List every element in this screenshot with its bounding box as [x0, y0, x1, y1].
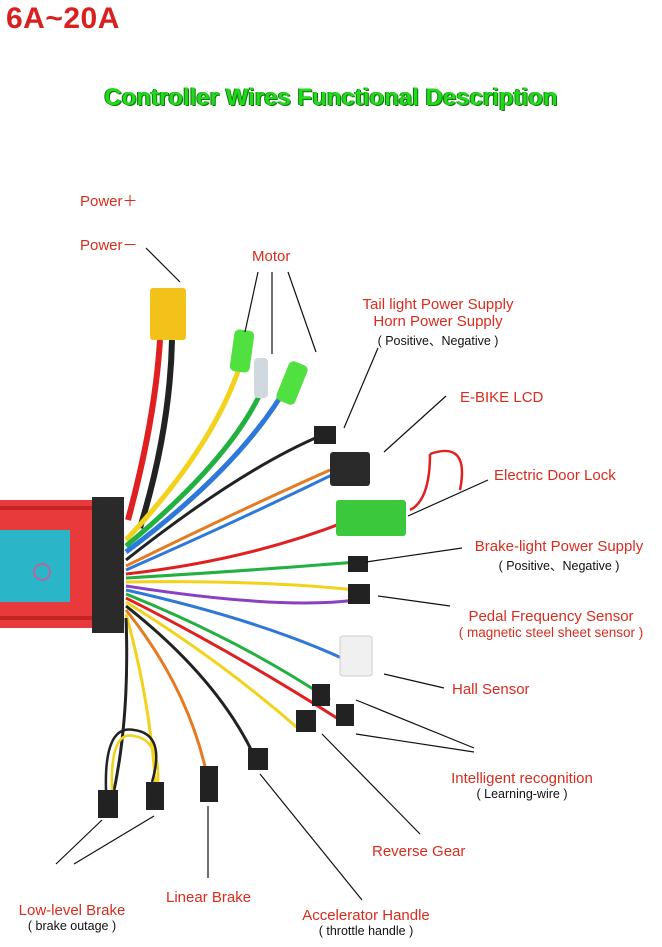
label-tail-light-line2: Horn Power Supply	[373, 313, 503, 330]
signal-wires	[110, 434, 464, 801]
hall-sensor-connector	[339, 635, 373, 677]
label-hall-sensor: Hall Sensor	[452, 681, 530, 698]
label-intelligent-sub: ( Learning-wire )	[476, 787, 568, 801]
label-tail-light: Tail light Power Supply Horn Power Suppl…	[338, 296, 538, 349]
label-ebike-lcd: E-BIKE LCD	[460, 389, 544, 406]
low-brake-connector-2	[98, 790, 118, 818]
label-pedal-sensor: Pedal Frequency Sensor ( magnetic steel …	[440, 608, 662, 640]
label-low-brake-main: Low-level Brake	[18, 902, 126, 919]
pedal-sensor-connector	[348, 584, 370, 604]
lcd-connector	[330, 452, 370, 486]
label-door-lock: Electric Door Lock	[494, 467, 616, 484]
linear-brake-connector	[200, 766, 218, 802]
sticker-logo	[33, 563, 51, 581]
label-low-brake-sub: ( brake outage )	[27, 919, 117, 933]
accelerator-connector	[248, 748, 268, 770]
door-lock-connector	[336, 500, 406, 536]
label-power-negative: Power－	[80, 237, 138, 254]
label-accelerator-sub: ( throttle handle )	[318, 924, 414, 938]
label-pedal-sensor-main: Pedal Frequency Sensor	[468, 608, 634, 625]
power-wires	[125, 288, 186, 529]
power-negative-wire	[137, 339, 175, 529]
reverse-gear-connector	[296, 710, 316, 732]
label-power-positive: Power＋	[80, 193, 138, 210]
label-tail-light-line1: Tail light Power Supply	[362, 296, 514, 313]
label-pedal-sensor-sub: ( magnetic steel sheet sensor )	[458, 625, 644, 640]
learning-connector-2	[336, 704, 354, 726]
label-tail-light-sub: ( Positive、Negative )	[377, 334, 499, 348]
label-accelerator-main: Accelerator Handle	[302, 907, 430, 924]
label-brake-light-sub: ( Positive、Negative )	[498, 559, 620, 573]
label-reverse-gear: Reverse Gear	[372, 843, 466, 860]
power-positive-wire	[125, 339, 163, 521]
motor-connector-blue	[276, 361, 308, 405]
current-range-title: 6A~20A	[6, 2, 120, 35]
tail-light-connector	[314, 426, 336, 444]
label-accelerator: Accelerator Handle ( throttle handle )	[290, 907, 442, 938]
label-brake-light: Brake-light Power Supply ( Positive、Nega…	[456, 538, 662, 574]
controller-body	[0, 497, 124, 633]
learning-connector-1	[312, 684, 330, 706]
label-linear-brake: Linear Brake	[166, 889, 252, 906]
controller-sticker	[0, 530, 70, 602]
controller-end-cap	[92, 497, 124, 633]
connectors	[98, 426, 406, 818]
page-title: Controller Wires Functional Description	[104, 84, 558, 111]
label-motor: Motor	[252, 248, 291, 265]
label-brake-light-main: Brake-light Power Supply	[474, 538, 644, 555]
label-low-brake: Low-level Brake ( brake outage )	[10, 902, 134, 933]
low-brake-connector-1	[146, 782, 164, 810]
label-intelligent-main: Intelligent recognition	[451, 770, 593, 787]
motor-connector-green	[254, 358, 268, 398]
brake-light-connector	[348, 556, 368, 572]
label-intelligent: Intelligent recognition ( Learning-wire …	[424, 770, 620, 801]
xt60-connector	[150, 288, 186, 340]
pointer-lines	[55, 247, 489, 901]
motor-connector-yellow	[229, 329, 255, 373]
motor-wires	[124, 329, 308, 555]
